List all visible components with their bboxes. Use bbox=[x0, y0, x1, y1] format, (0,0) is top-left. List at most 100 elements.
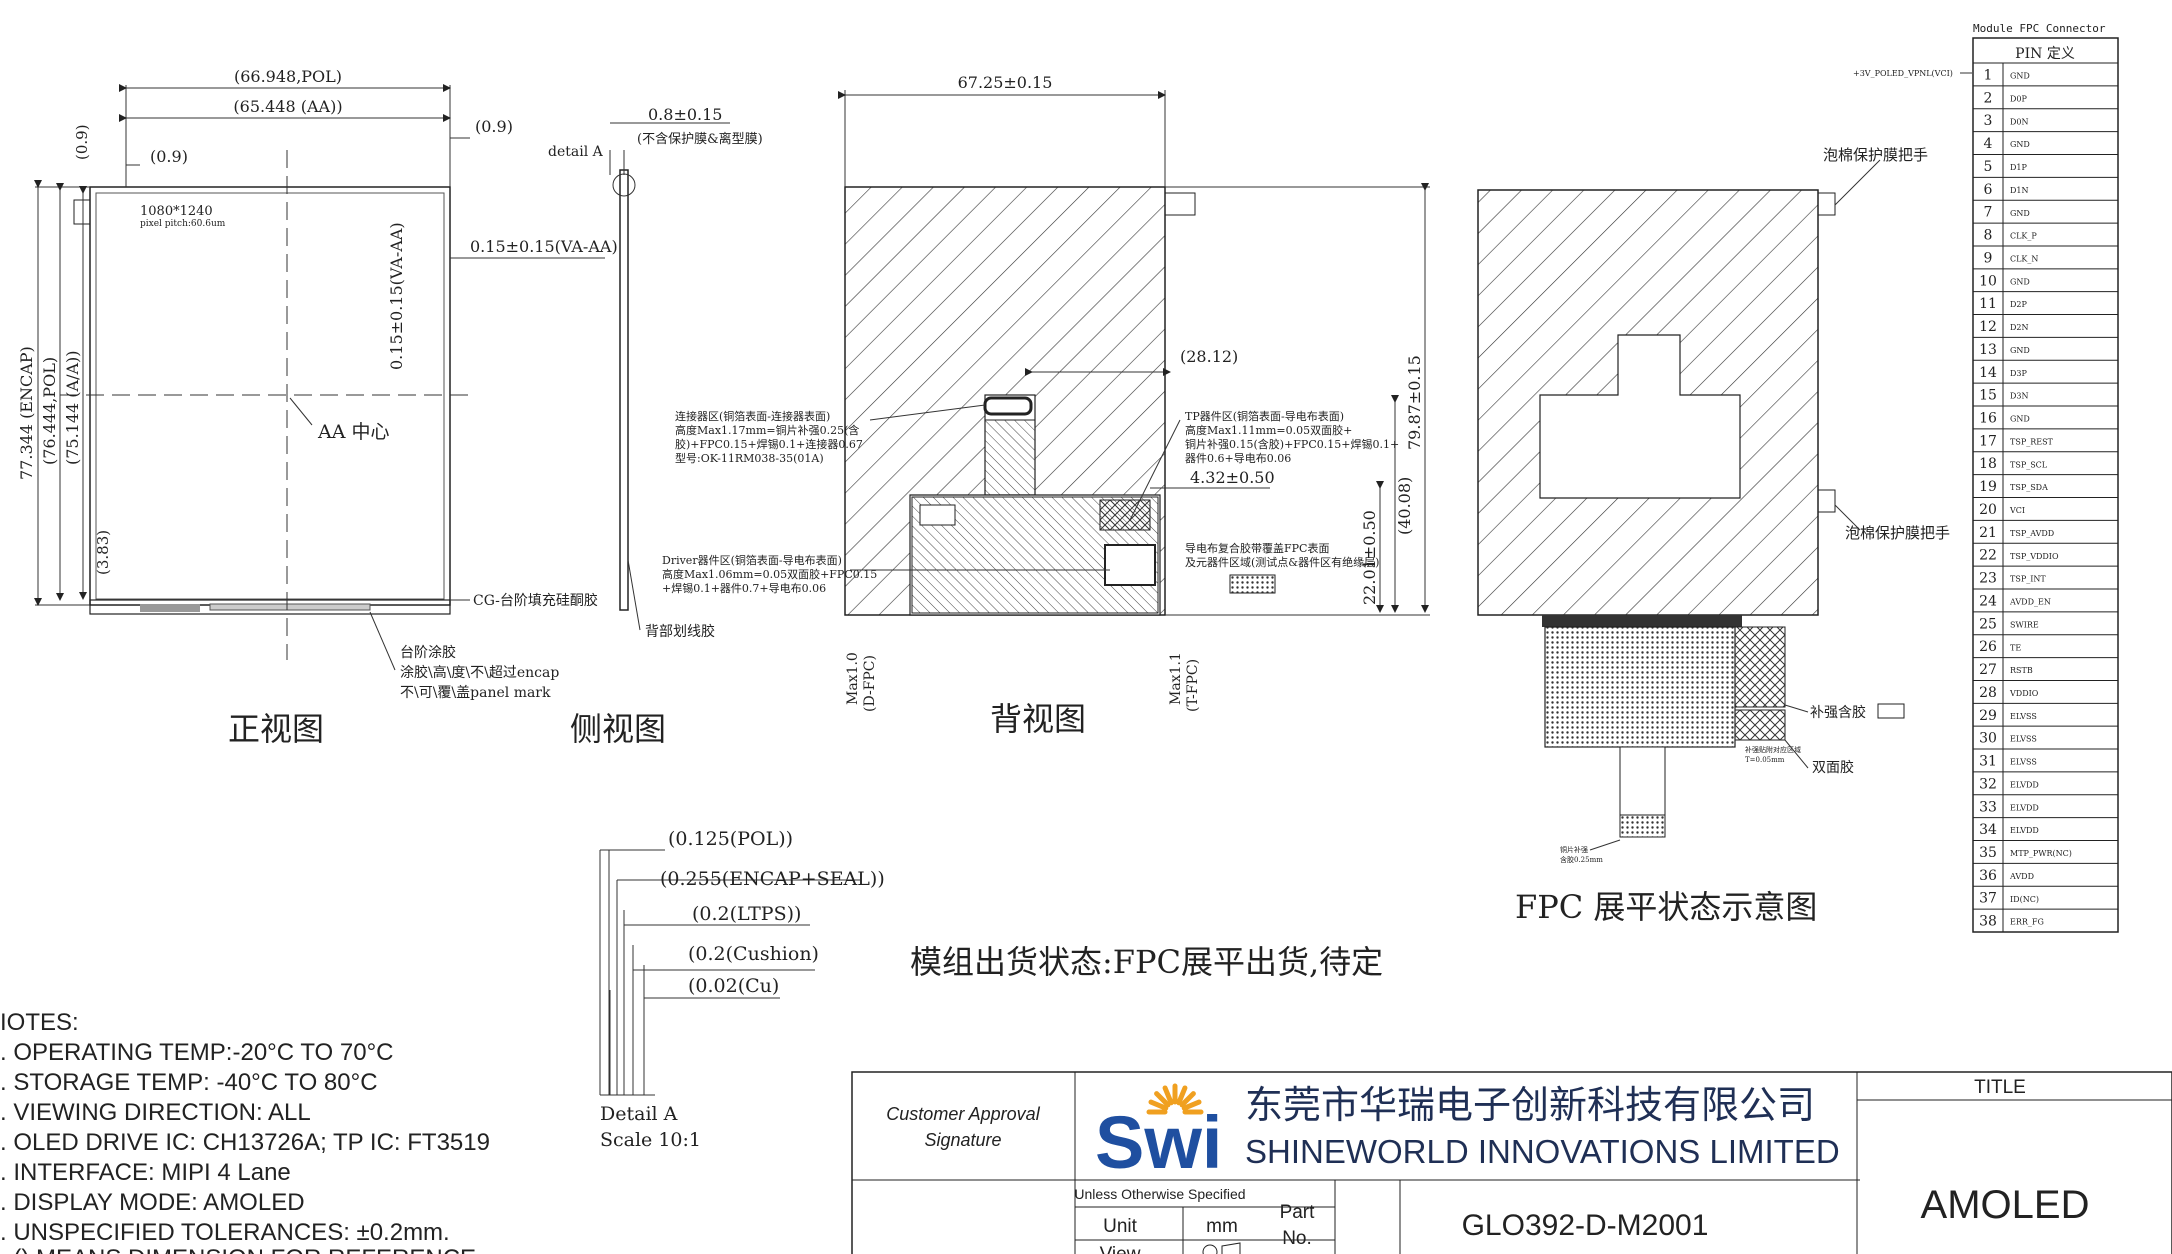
sun-icon bbox=[1146, 1083, 1204, 1115]
fpc-body bbox=[1544, 626, 1736, 748]
front-aa-width: (65.448 (AA)) bbox=[233, 97, 342, 116]
fpc-small-note1: 补强贴附对应区域 bbox=[1745, 745, 1801, 754]
fpc-flat-view: 泡棉保护膜把手 泡棉保护膜把手 补强含胶 双面胶 补强贴附对应区域 T=0.05… bbox=[1477, 146, 1950, 926]
front-left-gap: (0.9) bbox=[73, 124, 91, 160]
pin-name: TSP_SCL bbox=[2010, 460, 2048, 469]
notes-header: IOTES: bbox=[0, 1009, 79, 1036]
front-aa-height: (75.144 (A/A)) bbox=[63, 350, 82, 465]
pin-name: D1N bbox=[2010, 186, 2029, 195]
pin-number: 8 bbox=[1984, 228, 1993, 244]
pin-name: ID(NC) bbox=[2010, 895, 2039, 904]
title-label: TITLE bbox=[1974, 1077, 2026, 1098]
fpc-foam-mid: 泡棉保护膜把手 bbox=[1845, 524, 1950, 542]
tp-note-3: 器件0.6+导电布0.06 bbox=[1185, 452, 1291, 465]
swi-logo: Swi bbox=[1095, 1083, 1222, 1184]
pin-number: 19 bbox=[1979, 479, 1997, 495]
front-right-gap: (0.9) bbox=[475, 117, 513, 136]
detail-cushion: (0.2(Cushion) bbox=[688, 943, 819, 965]
tp-note-2: 铜片补强0.15(含胶)+FPC0.15+焊锡0.1+ bbox=[1185, 437, 1399, 451]
shipping-note: 模组出货状态:FPC展平出货,待定 bbox=[910, 943, 1383, 981]
side-view: 0.8±0.15 (不含保护膜&离型膜) detail A 背部划线胶 侧视图 bbox=[548, 105, 763, 748]
driver-note-2: +焊锡0.1+器件0.7+导电布0.06 bbox=[662, 581, 826, 595]
pin-number: 35 bbox=[1979, 845, 1997, 861]
front-aa-center: AA 中心 bbox=[317, 421, 389, 443]
front-view-title: 正视图 bbox=[228, 710, 324, 748]
fpc-small-note2: T=0.05mm bbox=[1745, 756, 1785, 764]
pin-number: 10 bbox=[1979, 273, 1997, 289]
pin-number: 27 bbox=[1979, 662, 1997, 678]
pin-number: 38 bbox=[1979, 914, 1997, 930]
pin-name: TSP_VDDIO bbox=[2010, 552, 2059, 561]
pin-name: RSTB bbox=[2010, 666, 2033, 675]
pin-number: 1 bbox=[1984, 67, 1993, 83]
pin-name: ELVSS bbox=[2010, 712, 2037, 721]
pin-name: SWIRE bbox=[2010, 620, 2039, 629]
front-active-area bbox=[95, 192, 445, 600]
pin-number: 30 bbox=[1979, 731, 1997, 747]
pin-table-header: PIN 定义 bbox=[2015, 46, 2075, 62]
pin-name: ELVSS bbox=[2010, 735, 2037, 744]
pin-name: D0N bbox=[2010, 117, 2029, 126]
pin-number: 17 bbox=[1979, 433, 1997, 449]
front-cg-note: CG-台阶填充硅酮胶 bbox=[473, 592, 598, 609]
front-resolution: 1080*1240 bbox=[140, 204, 213, 219]
company-cn: 东莞市华瑞电子创新科技有限公司 bbox=[1245, 1085, 1815, 1127]
fpc-double-tape: 双面胶 bbox=[1812, 759, 1854, 776]
back-width: 67.25±0.15 bbox=[958, 73, 1053, 92]
pin-name: ELVDD bbox=[2010, 803, 2039, 812]
pin-number: 12 bbox=[1979, 319, 1997, 335]
connector-note-1: 高度Max1.17mm=铜片补强0.25(含 bbox=[675, 423, 859, 437]
note-item: . OPERATING TEMP:-20°C TO 70°C bbox=[0, 1039, 394, 1066]
pin-name: TSP_INT bbox=[2010, 575, 2046, 584]
note-item: . STORAGE TEMP: -40°C TO 80°C bbox=[0, 1069, 378, 1096]
customer-line2: Signature bbox=[924, 1130, 1001, 1150]
part-label1: Part bbox=[1280, 1202, 1316, 1223]
cloth-note-0: 导电布复合胶带覆盖FPC表面 bbox=[1185, 541, 1329, 555]
projection-symbol-icon bbox=[1202, 1242, 1241, 1254]
fpc-foam-top: 泡棉保护膜把手 bbox=[1823, 146, 1928, 164]
back-dim-4008: (40.08) bbox=[1395, 477, 1414, 535]
back-height: 79.87±0.15 bbox=[1405, 355, 1424, 450]
pin-name: TE bbox=[2010, 643, 2021, 652]
fpc-copper-note1: 铜片补强 bbox=[1560, 845, 1588, 854]
pin-name: VDDIO bbox=[2009, 689, 2039, 698]
pin-number: 28 bbox=[1979, 685, 1997, 701]
tp-note-1: 高度Max1.11mm=0.05双面胶+ bbox=[1185, 423, 1352, 437]
front-bottom-dim: (3.83) bbox=[94, 530, 112, 575]
cloth-note-1: 及元器件区域(测试点&器件区有绝缘层) bbox=[1185, 555, 1379, 569]
front-step-glue-line1: 涂胶\高\度\不\超过encap bbox=[400, 664, 559, 681]
pin-number: 33 bbox=[1979, 799, 1997, 815]
pin-name: CLK_P bbox=[2010, 232, 2037, 241]
pin-number: 23 bbox=[1979, 571, 1997, 587]
note-item: . () MEANS DIMENSION FOR REFERENCE bbox=[0, 1245, 476, 1254]
front-inner-left-gap: (0.9) bbox=[150, 147, 188, 166]
d-fpc-l1: Max1.0 bbox=[845, 652, 861, 705]
pin-number: 21 bbox=[1979, 525, 1997, 541]
pin-number: 34 bbox=[1979, 822, 1997, 838]
note-item: . DISPLAY MODE: AMOLED bbox=[0, 1189, 305, 1216]
t-fpc-l1: Max1.1 bbox=[1168, 652, 1184, 705]
pin-number: 6 bbox=[1984, 182, 1993, 198]
pin-name: AVDD bbox=[2009, 872, 2034, 881]
pin-name: D3N bbox=[2010, 392, 2029, 401]
pin-name: D2N bbox=[2010, 323, 2029, 332]
side-panel-outline bbox=[619, 169, 629, 611]
part-label2: No. bbox=[1282, 1228, 1312, 1249]
part-no: GLO392-D-M2001 bbox=[1462, 1209, 1709, 1242]
logo-text: Swi bbox=[1095, 1101, 1222, 1184]
back-view: 67.25±0.15 79.87±0.15 (28.12) 4.32±0.50 … bbox=[662, 73, 1430, 738]
front-va-aa-h: 0.15±0.15(VA-AA) bbox=[470, 237, 618, 256]
pin-number: 32 bbox=[1979, 776, 1997, 792]
back-dim-2812: (28.12) bbox=[1180, 347, 1238, 366]
pin-table-title: Module FPC Connector bbox=[1973, 22, 2106, 35]
driver-note-1: 高度Max1.06mm=0.05双面胶+FPC0.15 bbox=[662, 567, 877, 581]
driver-note-0: Driver器件区(铜箔表面-导电布表面) bbox=[662, 553, 842, 567]
back-dim-2201: 22.01±0.50 bbox=[1360, 510, 1379, 605]
pin-name: GND bbox=[2010, 140, 2030, 149]
pin-number: 3 bbox=[1984, 113, 1993, 129]
front-pixel-pitch: pixel pitch:60.6um bbox=[140, 219, 226, 229]
pin-name: VCI bbox=[2009, 506, 2025, 515]
pin-number: 7 bbox=[1984, 205, 1993, 221]
side-view-title: 侧视图 bbox=[570, 710, 666, 748]
pin-name: MTP_PWR(NC) bbox=[2010, 849, 2072, 858]
